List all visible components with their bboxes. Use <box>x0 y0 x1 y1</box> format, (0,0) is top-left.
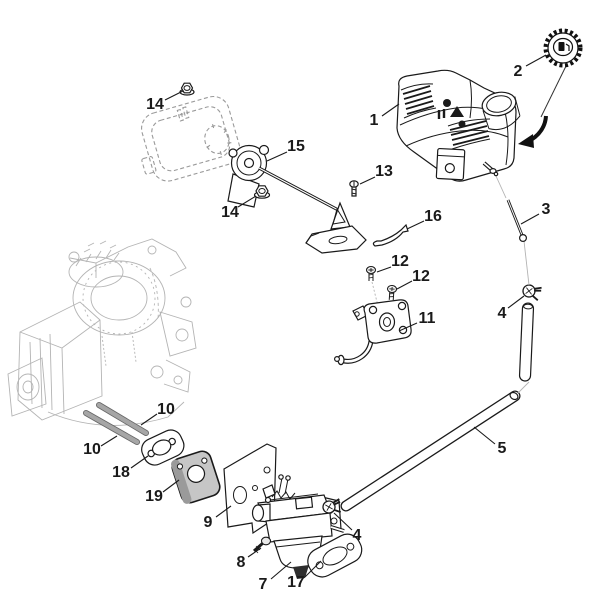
leader-line-carburetor-gasket <box>304 560 322 578</box>
filler-neck <box>481 91 521 131</box>
muffler-nut-top <box>179 82 195 96</box>
carburetor-gasket <box>307 533 363 578</box>
callout-heat-shield[interactable]: 9 <box>203 514 213 531</box>
leader-line-fuel-tank <box>381 103 400 117</box>
leader-line-muffler-nut-side <box>237 195 257 208</box>
callout-governor-control[interactable]: 15 <box>287 138 305 155</box>
stud-lower <box>83 410 140 445</box>
bracket-screw <box>349 180 359 197</box>
muffler <box>141 95 241 182</box>
leader-line-muffler-nut-top <box>164 90 184 101</box>
leader-line-carburetor-bolt <box>247 547 262 558</box>
fuel-cap <box>518 28 583 148</box>
fuel-suction-tube <box>506 199 527 243</box>
callout-carburetor-bolt[interactable]: 8 <box>236 554 246 571</box>
engine-block <box>7 238 197 426</box>
fuel-tank <box>396 69 521 182</box>
hose-clamp-upper <box>521 283 543 302</box>
muffler-nut-side <box>253 185 271 199</box>
callout-manifold-screw-rear[interactable]: 12 <box>412 268 430 285</box>
callout-intake-insulator[interactable]: 19 <box>145 488 163 505</box>
callout-fuel-tank[interactable]: 1 <box>369 112 379 129</box>
leader-line-hose-clamp-upper <box>507 295 525 309</box>
leader-line-governor-link <box>406 220 425 230</box>
leader-lines <box>100 54 547 580</box>
callout-muffler-nut-side[interactable]: 14 <box>221 204 239 221</box>
leader-line-stud-upper <box>140 413 158 426</box>
leader-line-carburetor <box>270 561 292 580</box>
throttle-bracket <box>305 201 367 254</box>
leader-line-fuel-hose <box>473 426 496 445</box>
callout-carburetor-gasket[interactable]: 17 <box>287 574 305 591</box>
leader-line-fuel-cap <box>525 54 547 67</box>
fuel-pipe <box>518 302 535 382</box>
callout-manifold-screw-front[interactable]: 12 <box>391 253 409 270</box>
rotate-arrow <box>529 115 548 142</box>
callout-muffler-nut-top[interactable]: 14 <box>146 96 164 113</box>
tank-outlet <box>482 161 499 177</box>
exhaust-gasket <box>141 429 185 466</box>
tank-strap-left <box>400 83 437 119</box>
callout-stud-lower[interactable]: 10 <box>83 441 101 458</box>
callout-stud-upper[interactable]: 10 <box>157 401 175 418</box>
assembly-guide-lines <box>495 175 530 394</box>
leader-line-stud-lower <box>100 435 118 447</box>
leader-line-intake-manifold <box>398 322 418 332</box>
stud-upper <box>96 402 149 436</box>
governor-link <box>372 223 409 247</box>
tank-warning-icons <box>437 99 466 128</box>
leader-line-manifold-screw-front <box>376 266 392 273</box>
callout-governor-link[interactable]: 16 <box>424 208 442 225</box>
carburetor-bolt <box>253 536 272 554</box>
manifold-screw-front <box>365 265 379 307</box>
leader-line-exhaust-gasket <box>130 455 149 469</box>
callout-exhaust-gasket[interactable]: 18 <box>112 464 130 481</box>
callout-fuel-suction-tube[interactable]: 3 <box>541 201 551 218</box>
callout-bracket-screw[interactable]: 13 <box>375 163 393 180</box>
leader-line-governor-control <box>266 151 288 162</box>
rotate-arrow-head <box>518 134 534 148</box>
leader-line-heat-shield <box>215 505 232 518</box>
callout-hose-clamp-lower[interactable]: 4 <box>352 527 362 544</box>
callout-intake-manifold[interactable]: 11 <box>418 310 436 327</box>
leader-line-intake-insulator <box>162 479 180 493</box>
callout-hose-clamp-upper[interactable]: 4 <box>497 305 507 322</box>
intake-insulator <box>171 450 221 504</box>
leader-line-fuel-suction-tube <box>520 213 540 225</box>
fuel-pump-icon <box>558 42 570 51</box>
tank-bracket <box>435 147 466 181</box>
leader-line-bracket-screw <box>359 176 376 185</box>
leader-line-manifold-screw-rear <box>396 280 413 290</box>
callout-carburetor[interactable]: 7 <box>258 576 268 593</box>
intake-manifold <box>334 299 412 366</box>
fuel-hose <box>340 390 521 512</box>
tank-strap-bottom <box>447 118 491 150</box>
callout-fuel-hose[interactable]: 5 <box>497 440 507 457</box>
callout-fuel-cap[interactable]: 2 <box>513 63 523 80</box>
leader-line-hose-clamp-lower <box>333 512 353 531</box>
